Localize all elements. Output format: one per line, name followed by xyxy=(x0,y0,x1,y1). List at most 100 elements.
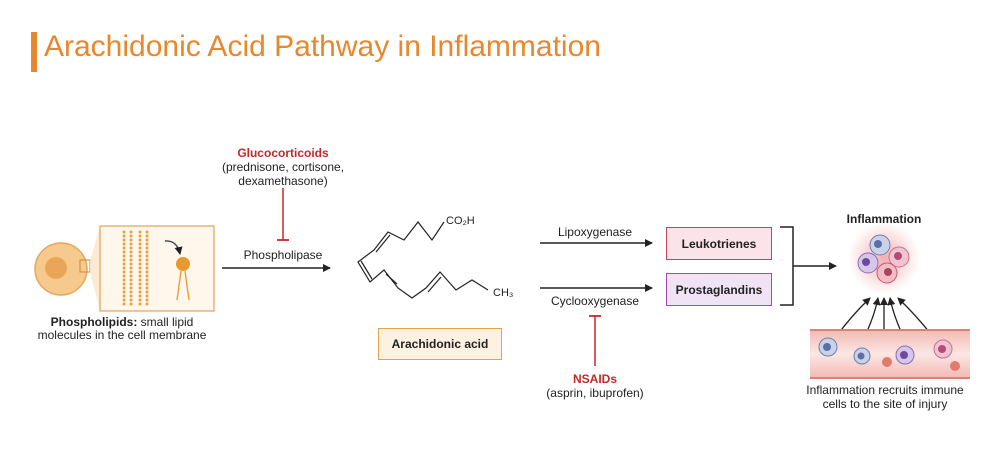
membrane-lipid-dot xyxy=(145,246,149,250)
membrane-lipid-dot xyxy=(129,246,133,250)
membrane-lipid-dot xyxy=(129,262,133,266)
membrane-lipid-dot xyxy=(138,290,142,294)
membrane-lipid-dot xyxy=(129,274,133,278)
membrane-lipid-dot xyxy=(138,294,142,298)
membrane-lipid-dot xyxy=(145,274,149,278)
membrane-lipid-dot xyxy=(129,290,133,294)
membrane-lipid-dot xyxy=(122,298,126,302)
title-accent-bar xyxy=(31,32,37,72)
membrane-lipid-dot xyxy=(129,302,133,306)
membrane-lipid-dot xyxy=(145,294,149,298)
phospholipids-caption: Phospholipids: small lipid xyxy=(22,315,222,329)
membrane-lipid-dot xyxy=(122,254,126,258)
inflammation-caption-line2: cells to the site of injury xyxy=(822,397,948,411)
membrane-lipid-dot xyxy=(138,274,142,278)
membrane-lipid-dot xyxy=(145,282,149,286)
glucocorticoids-examples-line1: (prednisone, cortisone, xyxy=(221,160,345,174)
membrane-lipid-dot xyxy=(122,302,126,306)
membrane-lipid-dot xyxy=(129,294,133,298)
nsaids-label: NSAIDs xyxy=(572,372,617,386)
membrane-lipid-dot xyxy=(122,246,126,250)
membrane-lipid-dot xyxy=(138,282,142,286)
membrane-lipid-dot xyxy=(138,238,142,242)
phospholipids-caption-line2: molecules in the cell membrane xyxy=(37,328,207,342)
immune-cell-cluster xyxy=(848,222,920,294)
prostaglandins-box: Prostaglandins xyxy=(666,273,772,306)
membrane-lipid-dot xyxy=(122,258,126,262)
page-title: Arachidonic Acid Pathway in Inflammation xyxy=(44,30,601,63)
inflammation-caption-line1: Inflammation recruits immune xyxy=(806,383,964,397)
phospholipids-term: Phospholipids: xyxy=(50,315,138,329)
membrane-lipid-dot xyxy=(138,278,142,282)
membrane-lipid-dot xyxy=(122,238,126,242)
membrane-lipid-dot xyxy=(138,302,142,306)
phospholipase-label: Phospholipase xyxy=(243,248,323,262)
membrane-lipid-dot xyxy=(129,298,133,302)
membrane-lipid-dot xyxy=(145,238,149,242)
membrane-lipid-dot xyxy=(138,230,142,234)
membrane-lipid-dot xyxy=(122,290,126,294)
membrane-lipid-dot xyxy=(138,246,142,250)
membrane-lipid-dot xyxy=(122,250,126,254)
membrane-zoom-panel xyxy=(99,225,215,312)
nsaids-examples: (asprin, ibuprofen) xyxy=(546,386,644,400)
methyl-group-label: CH₃ xyxy=(493,287,514,299)
membrane-lipid-dot xyxy=(129,234,133,238)
membrane-lipid-dot xyxy=(145,278,149,282)
membrane-lipid-dot xyxy=(145,262,149,266)
leukotrienes-box: Leukotrienes xyxy=(666,227,772,260)
phospholipids-desc: small lipid xyxy=(137,315,194,329)
membrane-lipid-dot xyxy=(129,266,133,270)
membrane-lipid-dot xyxy=(122,230,126,234)
carboxyl-group-label: CO₂H xyxy=(446,215,475,227)
membrane-lipid-dot xyxy=(122,286,126,290)
membrane-lipid-dot xyxy=(145,258,149,262)
membrane-lipid-dot xyxy=(145,242,149,246)
membrane-lipid-dot xyxy=(138,242,142,246)
membrane-lipid-dot xyxy=(129,242,133,246)
membrane-lipid-dot xyxy=(122,274,126,278)
blood-vessel xyxy=(810,329,970,379)
products-bracket xyxy=(780,226,794,306)
membrane-lipid-dot xyxy=(138,250,142,254)
membrane-lipid-dot xyxy=(129,254,133,258)
membrane-lipid-dot xyxy=(138,286,142,290)
membrane-lipid-dot xyxy=(129,278,133,282)
membrane-lipid-dot xyxy=(145,234,149,238)
membrane-lipid-dot xyxy=(129,258,133,262)
membrane-lipid-dot xyxy=(122,262,126,266)
membrane-lipid-dot xyxy=(138,234,142,238)
membrane-lipid-dot xyxy=(122,282,126,286)
membrane-lipid-dot xyxy=(138,262,142,266)
arachidonic-acid-structure xyxy=(357,221,489,299)
membrane-lipid-dot xyxy=(138,258,142,262)
membrane-lipid-dot xyxy=(129,286,133,290)
lipoxygenase-label: Lipoxygenase xyxy=(557,225,633,239)
cell-illustration xyxy=(34,226,100,311)
inflammation-label: Inflammation xyxy=(846,212,922,226)
membrane-lipid-dot xyxy=(122,278,126,282)
membrane-lipid-dot xyxy=(145,230,149,234)
membrane-lipid-dot xyxy=(138,298,142,302)
membrane-lipid-dot xyxy=(138,266,142,270)
membrane-lipid-dot xyxy=(129,270,133,274)
membrane-lipid-dot xyxy=(129,238,133,242)
membrane-lipid-dot xyxy=(145,270,149,274)
membrane-lipid-dot xyxy=(145,250,149,254)
membrane-lipid-dot xyxy=(145,286,149,290)
arachidonic-acid-box: Arachidonic acid xyxy=(378,328,502,360)
membrane-lipid-dot xyxy=(145,298,149,302)
membrane-lipid-dot xyxy=(122,270,126,274)
membrane-lipid-dot xyxy=(145,290,149,294)
membrane-lipid-dot xyxy=(129,282,133,286)
glucocorticoids-label: Glucocorticoids xyxy=(237,146,329,160)
membrane-lipid-dot xyxy=(129,250,133,254)
membrane-lipid-dot xyxy=(122,266,126,270)
membrane-lipid-dot xyxy=(122,234,126,238)
cyclooxygenase-label: Cyclooxygenase xyxy=(550,294,640,308)
membrane-lipid-dot xyxy=(145,254,149,258)
membrane-lipid-dot xyxy=(145,302,149,306)
membrane-lipid-dot xyxy=(145,266,149,270)
membrane-lipid-dot xyxy=(138,270,142,274)
